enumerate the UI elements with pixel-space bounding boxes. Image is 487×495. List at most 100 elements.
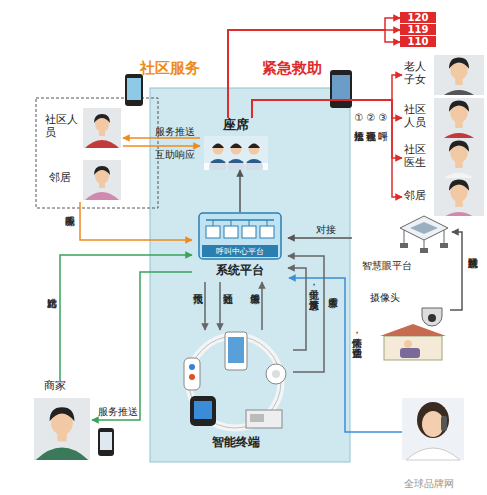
box-panel <box>250 414 264 422</box>
free-label: ②视频语音 <box>365 112 377 182</box>
node-text: 座席 <box>200 118 272 133</box>
connector <box>92 272 192 420</box>
bus-drop <box>249 220 250 226</box>
photo-card: 社区人员 <box>402 98 484 138</box>
connector <box>288 268 306 350</box>
hair <box>449 180 469 191</box>
camera-dome <box>422 308 442 326</box>
connector <box>288 237 352 239</box>
shoulders <box>85 192 119 200</box>
hair <box>449 58 469 69</box>
node-picture <box>83 160 121 200</box>
camera-lens <box>428 314 436 322</box>
head <box>231 144 242 155</box>
node-text: 社区人员 <box>404 104 430 129</box>
emergency-number: 120 <box>400 12 436 24</box>
phone-screen <box>127 78 141 100</box>
platform-base <box>400 216 448 240</box>
connector <box>228 30 400 118</box>
remote-device <box>184 358 200 390</box>
shoulders <box>36 448 89 460</box>
photo-bg <box>434 98 484 138</box>
connector <box>239 170 241 212</box>
eye-platform-node: 智慧眼平台 <box>352 212 452 274</box>
connector <box>80 202 192 240</box>
node-text: 老人子女 <box>404 61 430 86</box>
connector <box>219 282 221 330</box>
monitor <box>242 226 256 238</box>
node-picture <box>380 306 450 362</box>
node-picture <box>434 55 484 95</box>
edge-label: 服务推送 <box>155 126 195 138</box>
monitor <box>260 226 274 238</box>
node-text: 邻居 <box>404 190 430 203</box>
connector <box>252 100 402 197</box>
connector <box>204 282 206 330</box>
pendant <box>266 364 286 384</box>
edge-label: 服务需求 <box>327 290 339 338</box>
connector <box>60 255 192 380</box>
platform-top <box>410 222 438 234</box>
phone-screen <box>228 337 244 363</box>
smart-watch <box>190 396 216 426</box>
hair <box>449 101 469 112</box>
free-label: ③呼叫 <box>377 112 389 182</box>
node-text: 110 <box>400 36 436 48</box>
hair <box>230 144 242 149</box>
node-block <box>400 243 408 248</box>
edge-label: 电子支付，满意度反馈 <box>308 282 320 394</box>
mobile-phone <box>330 70 352 108</box>
connector <box>288 256 324 372</box>
camera-node: 摄像头 <box>370 292 450 364</box>
terminal-panel <box>150 88 350 462</box>
node-picture <box>434 178 484 216</box>
free-label: 社区服务 <box>140 60 200 77</box>
node-text: 商家 <box>44 380 84 393</box>
pendant-button <box>272 370 280 378</box>
free-label: 紧急救助 <box>262 60 322 77</box>
edge-label: 社区通知 <box>222 286 234 330</box>
connector <box>252 100 402 158</box>
edge-label: 天气预报 <box>192 286 204 330</box>
mobile-phone <box>98 428 114 456</box>
free-label: 亲情关怀，免费通话 <box>351 330 363 384</box>
bus-drop <box>231 220 232 226</box>
node-picture <box>83 108 121 148</box>
node-text: 119 <box>400 24 436 36</box>
connector <box>261 282 263 330</box>
connector <box>123 137 200 139</box>
free-label: ①短信推送 <box>353 112 365 182</box>
hair <box>212 144 224 149</box>
photo-bg <box>204 136 268 170</box>
connector <box>228 18 400 118</box>
terminal-node: 智能终端 <box>178 330 293 452</box>
hair <box>94 114 110 123</box>
link <box>444 230 445 244</box>
phone-screen <box>332 75 350 101</box>
person-body <box>400 348 420 358</box>
node-picture <box>34 398 90 460</box>
edge-label: 智慧眼线路 <box>467 250 479 310</box>
person-head <box>404 340 412 348</box>
bus-line <box>206 219 274 221</box>
link <box>404 230 405 244</box>
node-picture <box>396 212 452 254</box>
home-box <box>246 410 282 428</box>
photo-card: 邻居 <box>45 156 123 202</box>
photo-card: 邻居 <box>402 178 484 216</box>
node-block <box>440 243 448 248</box>
node-text: 系统平台 <box>192 264 288 278</box>
photo-bg <box>402 398 464 460</box>
device-ring-edge <box>189 336 281 428</box>
node-text: 社区人员 <box>45 114 81 139</box>
smart-phone <box>225 332 247 370</box>
free-label: 全球品牌网 <box>404 478 454 490</box>
node-picture <box>178 330 293 434</box>
bus-drop <box>213 220 214 226</box>
node-picture <box>434 98 484 138</box>
seat-node: 座席 <box>200 118 272 170</box>
edge-label: 比对精选 <box>46 290 58 338</box>
emergency-number: 119 <box>400 24 436 36</box>
